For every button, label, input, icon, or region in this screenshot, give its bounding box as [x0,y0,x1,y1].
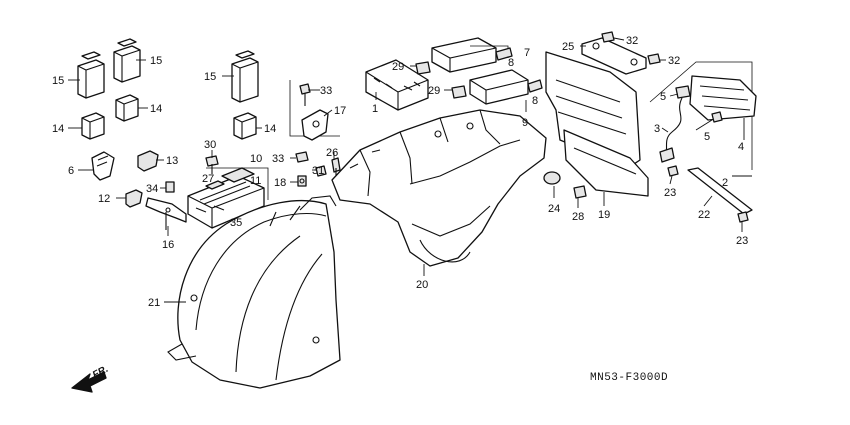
relay-15-mid [113,38,141,83]
label-10: 10 [250,153,262,165]
label-21: 21 [148,297,160,309]
part-19-cover [545,51,649,197]
label-22: 22 [698,209,710,221]
label-4: 4 [738,141,744,153]
label-14: 14 [264,123,276,135]
part-13-connector [137,150,159,172]
part-34-bolt [165,181,175,193]
front-direction-arrow: FR. [71,364,110,393]
label-15: 15 [52,75,64,87]
part-29-clips [415,61,467,99]
fuse-box-group [187,167,269,229]
part-30-bolt [205,155,219,174]
label-9: 9 [522,117,528,129]
label-1: 1 [372,103,378,115]
small-parts-right [543,165,753,223]
label-23: 23 [736,235,748,247]
label-20: 20 [416,279,428,291]
relay-14-left [81,112,105,140]
tail-light-assembly [649,61,757,170]
label-24: 24 [548,203,560,215]
leader-lines [68,37,752,303]
part-1-holder [365,59,429,111]
label-11: 11 [250,175,261,187]
label-6: 6 [68,165,74,177]
part-9-connector [469,69,543,105]
label-34: 34 [146,183,158,195]
part-6-clip [91,151,115,181]
label-25: 25 [562,41,574,53]
label-26: 26 [326,147,338,159]
relay-15-left [77,51,105,99]
part-25-stay [581,31,661,75]
label-5: 5 [704,131,710,143]
label-3: 3 [654,123,660,135]
label-31: 31 [312,165,324,177]
label-16: 16 [162,239,174,251]
label-33: 33 [272,153,284,165]
label-29: 29 [392,61,404,73]
bracket-17-group [289,80,340,141]
label-8: 8 [508,57,514,69]
front-direction-label: FR. [91,364,110,381]
label-14: 14 [52,123,64,135]
label-30: 30 [204,139,216,151]
part-7-connector [431,37,513,73]
relay-14-right [233,112,257,140]
inner-fender-20 [331,109,547,267]
label-32: 32 [626,35,638,47]
label-15: 15 [150,55,162,67]
label-5: 5 [660,91,666,103]
label-2: 2 [722,177,728,189]
small-bolts [295,151,341,187]
label-15: 15 [204,71,216,83]
label-32: 32 [668,55,680,67]
diagram-code: MN53-F3000D [590,372,668,384]
part-16-bracket [145,197,187,230]
label-13: 13 [166,155,178,167]
callout-labels: 15 15 15 14 14 14 6 13 30 10 12 34 27 11… [52,35,748,309]
relay-14-small [115,94,139,122]
label-19: 19 [598,209,610,221]
label-29: 29 [428,85,440,97]
label-35: 35 [230,217,242,229]
label-33: 33 [320,85,332,97]
rear-fender-21 [167,195,341,389]
part-12-fuse [125,189,143,208]
label-27: 27 [202,173,214,185]
label-18: 18 [274,177,286,189]
label-23: 23 [664,187,676,199]
label-28: 28 [572,211,584,223]
label-7: 7 [524,47,530,59]
label-14: 14 [150,103,162,115]
label-8: 8 [532,95,538,107]
label-17: 17 [334,105,346,117]
relay-15-right [231,50,259,103]
label-12: 12 [98,193,110,205]
